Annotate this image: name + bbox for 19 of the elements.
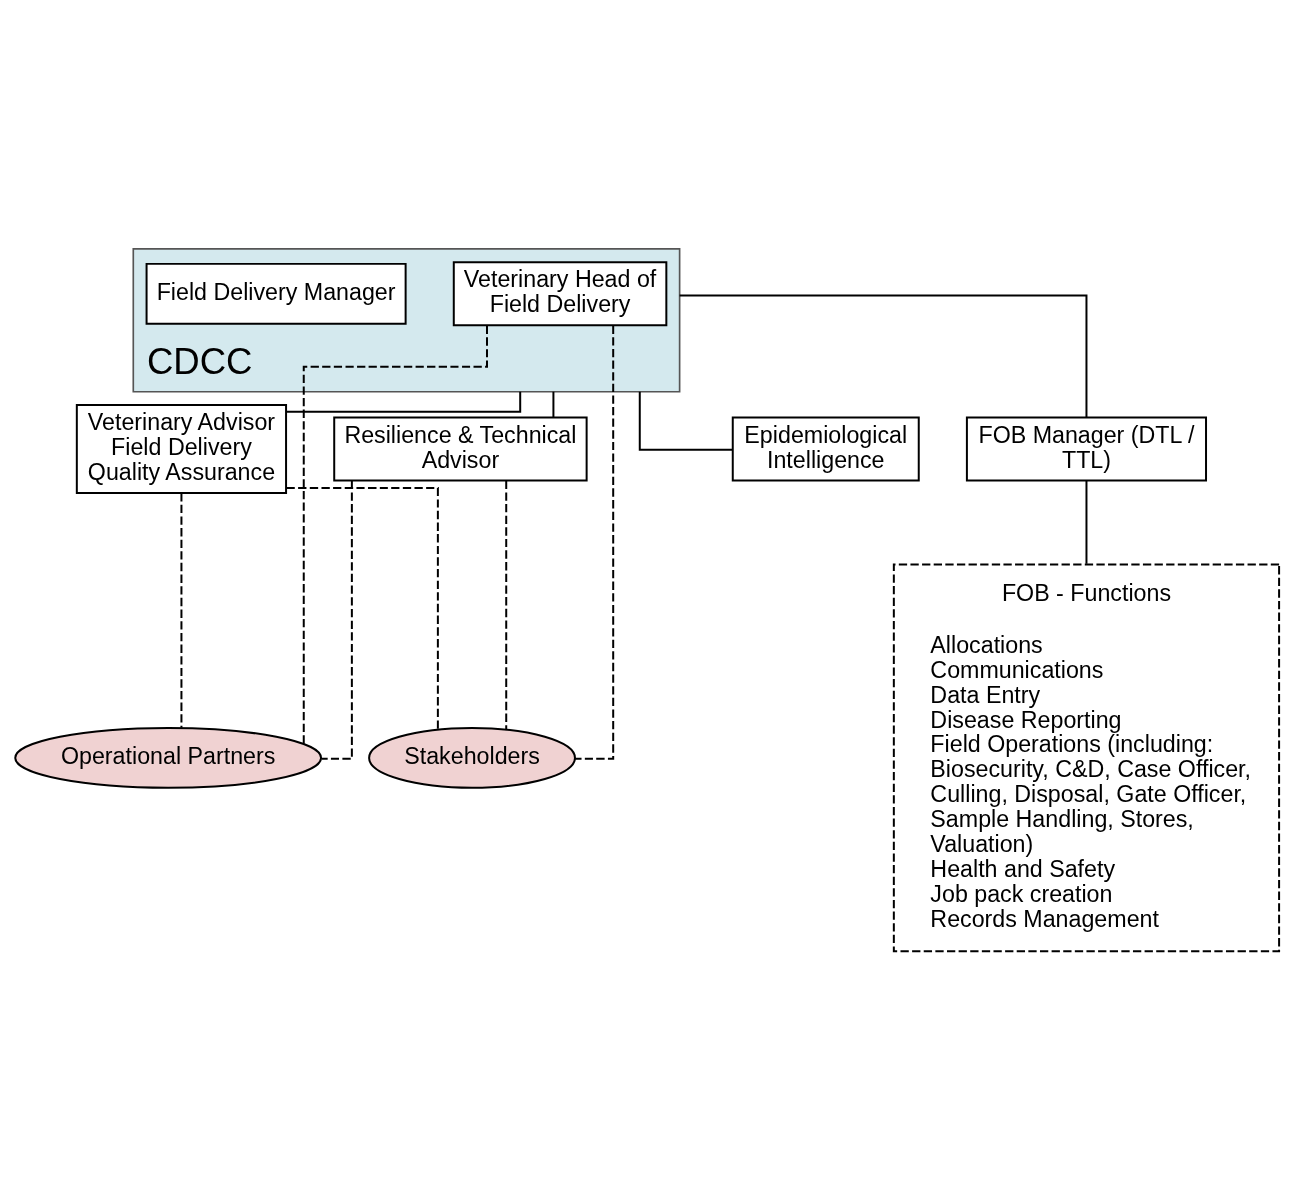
node-box: FOB Manager (DTL / TTL) xyxy=(965,416,1208,482)
connector xyxy=(552,390,555,419)
connector xyxy=(285,487,439,731)
connector xyxy=(573,324,615,760)
node-ellipse: Operational Partners xyxy=(14,727,323,789)
connector xyxy=(505,479,508,731)
connector xyxy=(638,390,734,451)
connector xyxy=(180,492,183,729)
node-box: FOB - Functions Allocations Communications Data Entry Disease Reporting Field Operations (including: Biosecurity, C&D, Case Officer, Culling, Disposal, Gate Officer, Sample Handling, Stores, Valuation) Health and Safety Job pack creation Records Management xyxy=(892,563,1281,953)
connector xyxy=(302,324,488,745)
connector xyxy=(1085,479,1088,565)
connector xyxy=(678,294,1088,419)
node-ellipse: Stakeholders xyxy=(368,727,576,789)
node-box: Veterinary Advisor Field Delivery Quality Assurance xyxy=(75,404,288,495)
node-box: Field Delivery Manager xyxy=(145,262,407,325)
node-box: Resilience & Technical Advisor xyxy=(333,416,588,482)
connector xyxy=(320,480,353,760)
node-box: Veterinary Head of Field Delivery xyxy=(452,261,668,327)
node-box: Epidemiological Intelligence xyxy=(731,416,920,482)
